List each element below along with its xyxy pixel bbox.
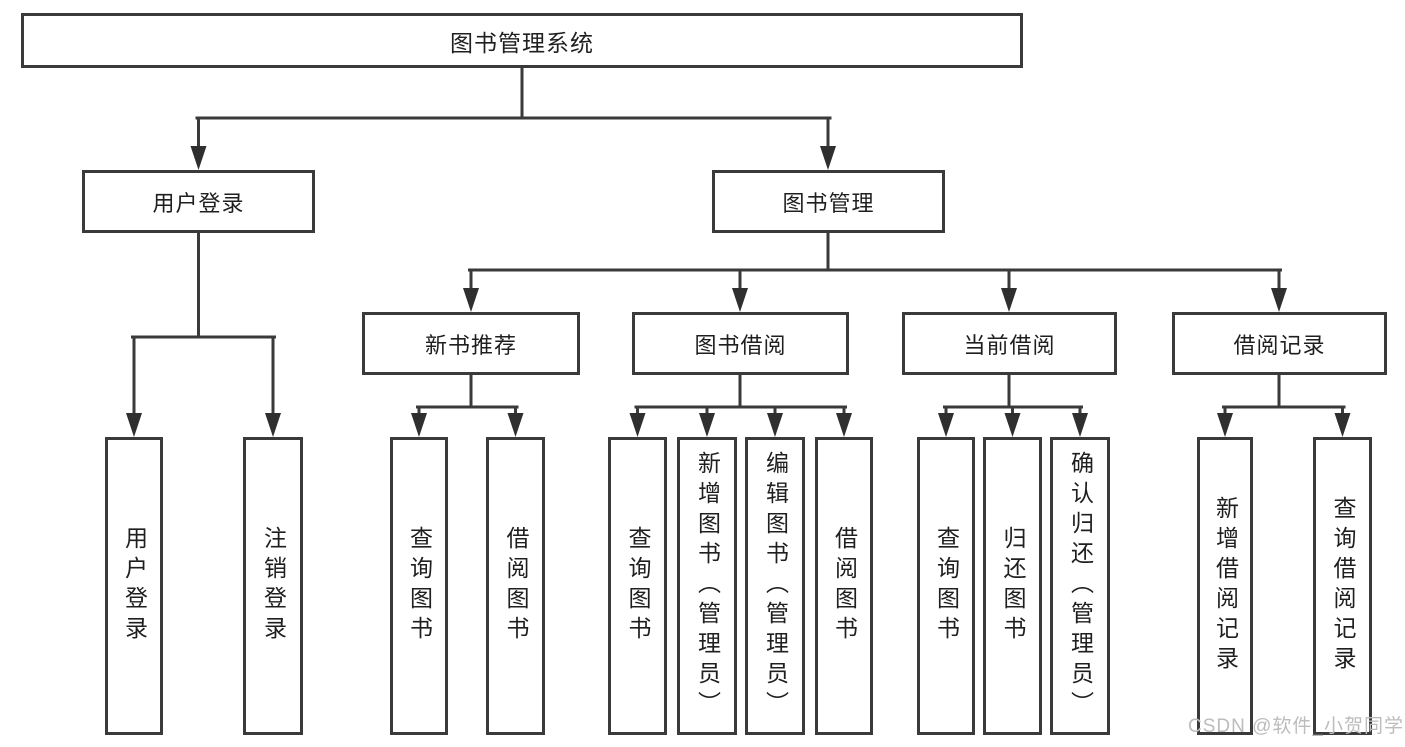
leaf-user-login: 用户登录 [105,437,163,735]
leaf-add-borrow-record: 新增借阅记录 [1197,437,1253,735]
node-label: 借阅记录 [1233,332,1326,358]
node-label: 图书管理 [782,190,875,216]
node-borrowing-records: 借阅记录 [1172,312,1387,375]
leaf-label: 确认归还（管理员） [1067,451,1094,721]
leaf-label: 新增借阅记录 [1212,496,1239,676]
node-book-management-branch: 图书管理 [712,170,945,233]
node-label: 当前借阅 [963,332,1056,358]
leaf-borrow-books-recommend: 借阅图书 [486,437,545,735]
node-label: 图书借阅 [694,332,787,358]
node-label: 用户登录 [152,190,245,216]
node-current-borrowing: 当前借阅 [902,312,1117,375]
leaf-query-books-borrowing: 查询图书 [608,437,667,735]
leaf-query-books-current: 查询图书 [917,437,975,735]
node-label: 新书推荐 [424,332,517,358]
leaf-edit-books-admin: 编辑图书（管理员） [745,437,805,735]
node-user-login-branch: 用户登录 [82,170,315,233]
leaf-query-books-recommend: 查询图书 [390,437,448,735]
leaf-label: 查询图书 [406,526,433,646]
leaf-label: 归还图书 [1000,526,1026,646]
node-new-book-recommendation: 新书推荐 [362,312,580,375]
leaf-borrow-books: 借阅图书 [815,437,873,735]
leaf-label: 借阅图书 [831,526,858,646]
leaf-add-books-admin: 新增图书（管理员） [677,437,737,735]
leaf-label: 查询借阅记录 [1330,496,1356,676]
node-label: 图书管理系统 [450,29,594,56]
node-library-management-system: 图书管理系统 [21,13,1023,68]
node-book-borrowing: 图书借阅 [632,312,849,375]
leaf-label: 用户登录 [121,526,148,646]
leaf-logout: 注销登录 [243,437,303,735]
leaf-query-borrow-record: 查询借阅记录 [1313,437,1372,735]
leaf-label: 注销登录 [260,526,287,646]
leaf-label: 新增图书（管理员） [694,451,721,721]
leaf-return-books: 归还图书 [983,437,1042,735]
leaf-confirm-return-admin: 确认归还（管理员） [1050,437,1110,735]
leaf-label: 查询图书 [933,526,960,646]
csdn-watermark: CSDN @软件_小贺同学 [1188,716,1404,737]
leaf-label: 查询图书 [625,526,651,646]
leaf-label: 编辑图书（管理员） [762,451,789,721]
leaf-label: 借阅图书 [503,526,529,646]
